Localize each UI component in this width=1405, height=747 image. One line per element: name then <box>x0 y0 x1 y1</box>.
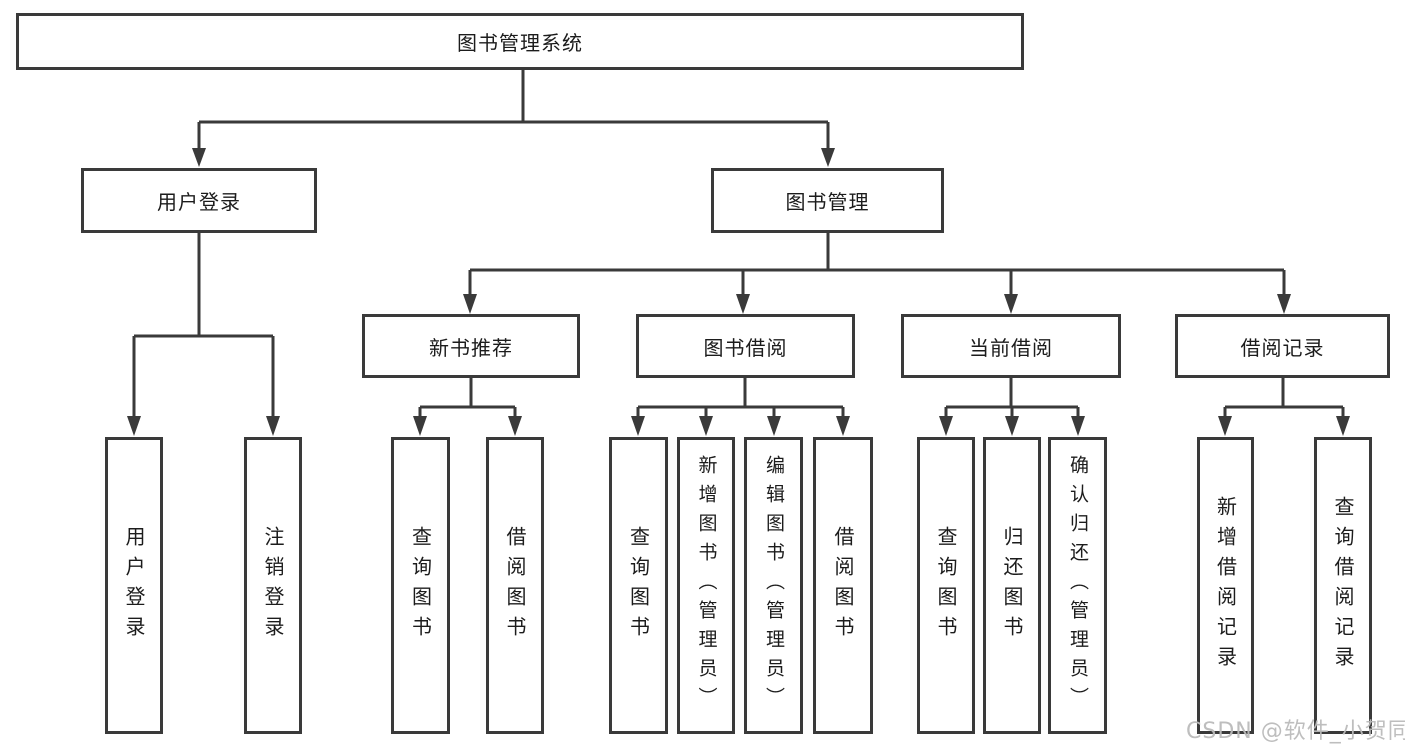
leaf-borrow-books-recommend-label: 借阅图书 <box>503 525 527 646</box>
leaf-return-book-label: 归还图书 <box>1000 525 1024 646</box>
leaf-logout-label: 注销登录 <box>261 525 285 646</box>
leaf-add-borrow-record-label: 新增借阅记录 <box>1213 495 1238 676</box>
leaf-logout: 注销登录 <box>244 437 302 734</box>
node-book-management: 图书管理 <box>711 168 944 233</box>
node-current-borrow-label: 当前借阅 <box>969 335 1053 360</box>
node-book-management-label: 图书管理 <box>785 190 870 214</box>
node-new-book-recommend-label: 新书推荐 <box>429 335 513 360</box>
leaf-user-login-label: 用户登录 <box>122 525 146 646</box>
leaf-query-borrow-record-label: 查询借阅记录 <box>1331 495 1355 676</box>
leaf-return-book: 归还图书 <box>983 437 1041 734</box>
node-user-login: 用户登录 <box>81 168 317 233</box>
leaf-user-login: 用户登录 <box>105 437 163 734</box>
node-new-book-recommend: 新书推荐 <box>362 314 580 378</box>
leaf-confirm-return-admin: 确认归还（管理员） <box>1048 437 1107 734</box>
node-system-root-label: 图书管理系统 <box>457 31 583 55</box>
node-borrow-records-label: 借阅记录 <box>1240 335 1325 360</box>
leaf-query-books-borrow-label: 查询图书 <box>626 525 651 646</box>
leaf-add-borrow-record: 新增借阅记录 <box>1197 437 1254 734</box>
node-system-root: 图书管理系统 <box>16 13 1024 70</box>
leaf-query-borrow-record: 查询借阅记录 <box>1314 437 1372 734</box>
leaf-edit-book-admin-label: 编辑图书（管理员） <box>763 455 785 716</box>
arrowhead-icons <box>127 148 1350 436</box>
node-user-login-label: 用户登录 <box>157 190 241 214</box>
leaf-borrow-books-recommend: 借阅图书 <box>486 437 544 734</box>
leaf-query-books-current-label: 查询图书 <box>934 525 958 646</box>
leaf-add-book-admin-label: 新增图书（管理员） <box>695 455 718 716</box>
node-book-borrow-label: 图书借阅 <box>703 335 788 360</box>
node-borrow-records: 借阅记录 <box>1175 314 1390 378</box>
leaf-query-books-borrow: 查询图书 <box>609 437 668 734</box>
leaf-add-book-admin: 新增图书（管理员） <box>677 437 735 734</box>
node-book-borrow: 图书借阅 <box>636 314 855 378</box>
leaf-query-books-recommend-label: 查询图书 <box>408 525 433 646</box>
watermark: CSDN @软件_小贺同学 <box>1186 719 1405 744</box>
leaf-borrow-books-label: 借阅图书 <box>831 525 855 646</box>
leaf-edit-book-admin: 编辑图书（管理员） <box>744 437 803 734</box>
leaf-borrow-books: 借阅图书 <box>813 437 873 734</box>
node-current-borrow: 当前借阅 <box>901 314 1121 378</box>
leaf-query-books-current: 查询图书 <box>917 437 975 734</box>
leaf-query-books-recommend: 查询图书 <box>391 437 450 734</box>
leaf-confirm-return-admin-label: 确认归还（管理员） <box>1067 455 1089 716</box>
